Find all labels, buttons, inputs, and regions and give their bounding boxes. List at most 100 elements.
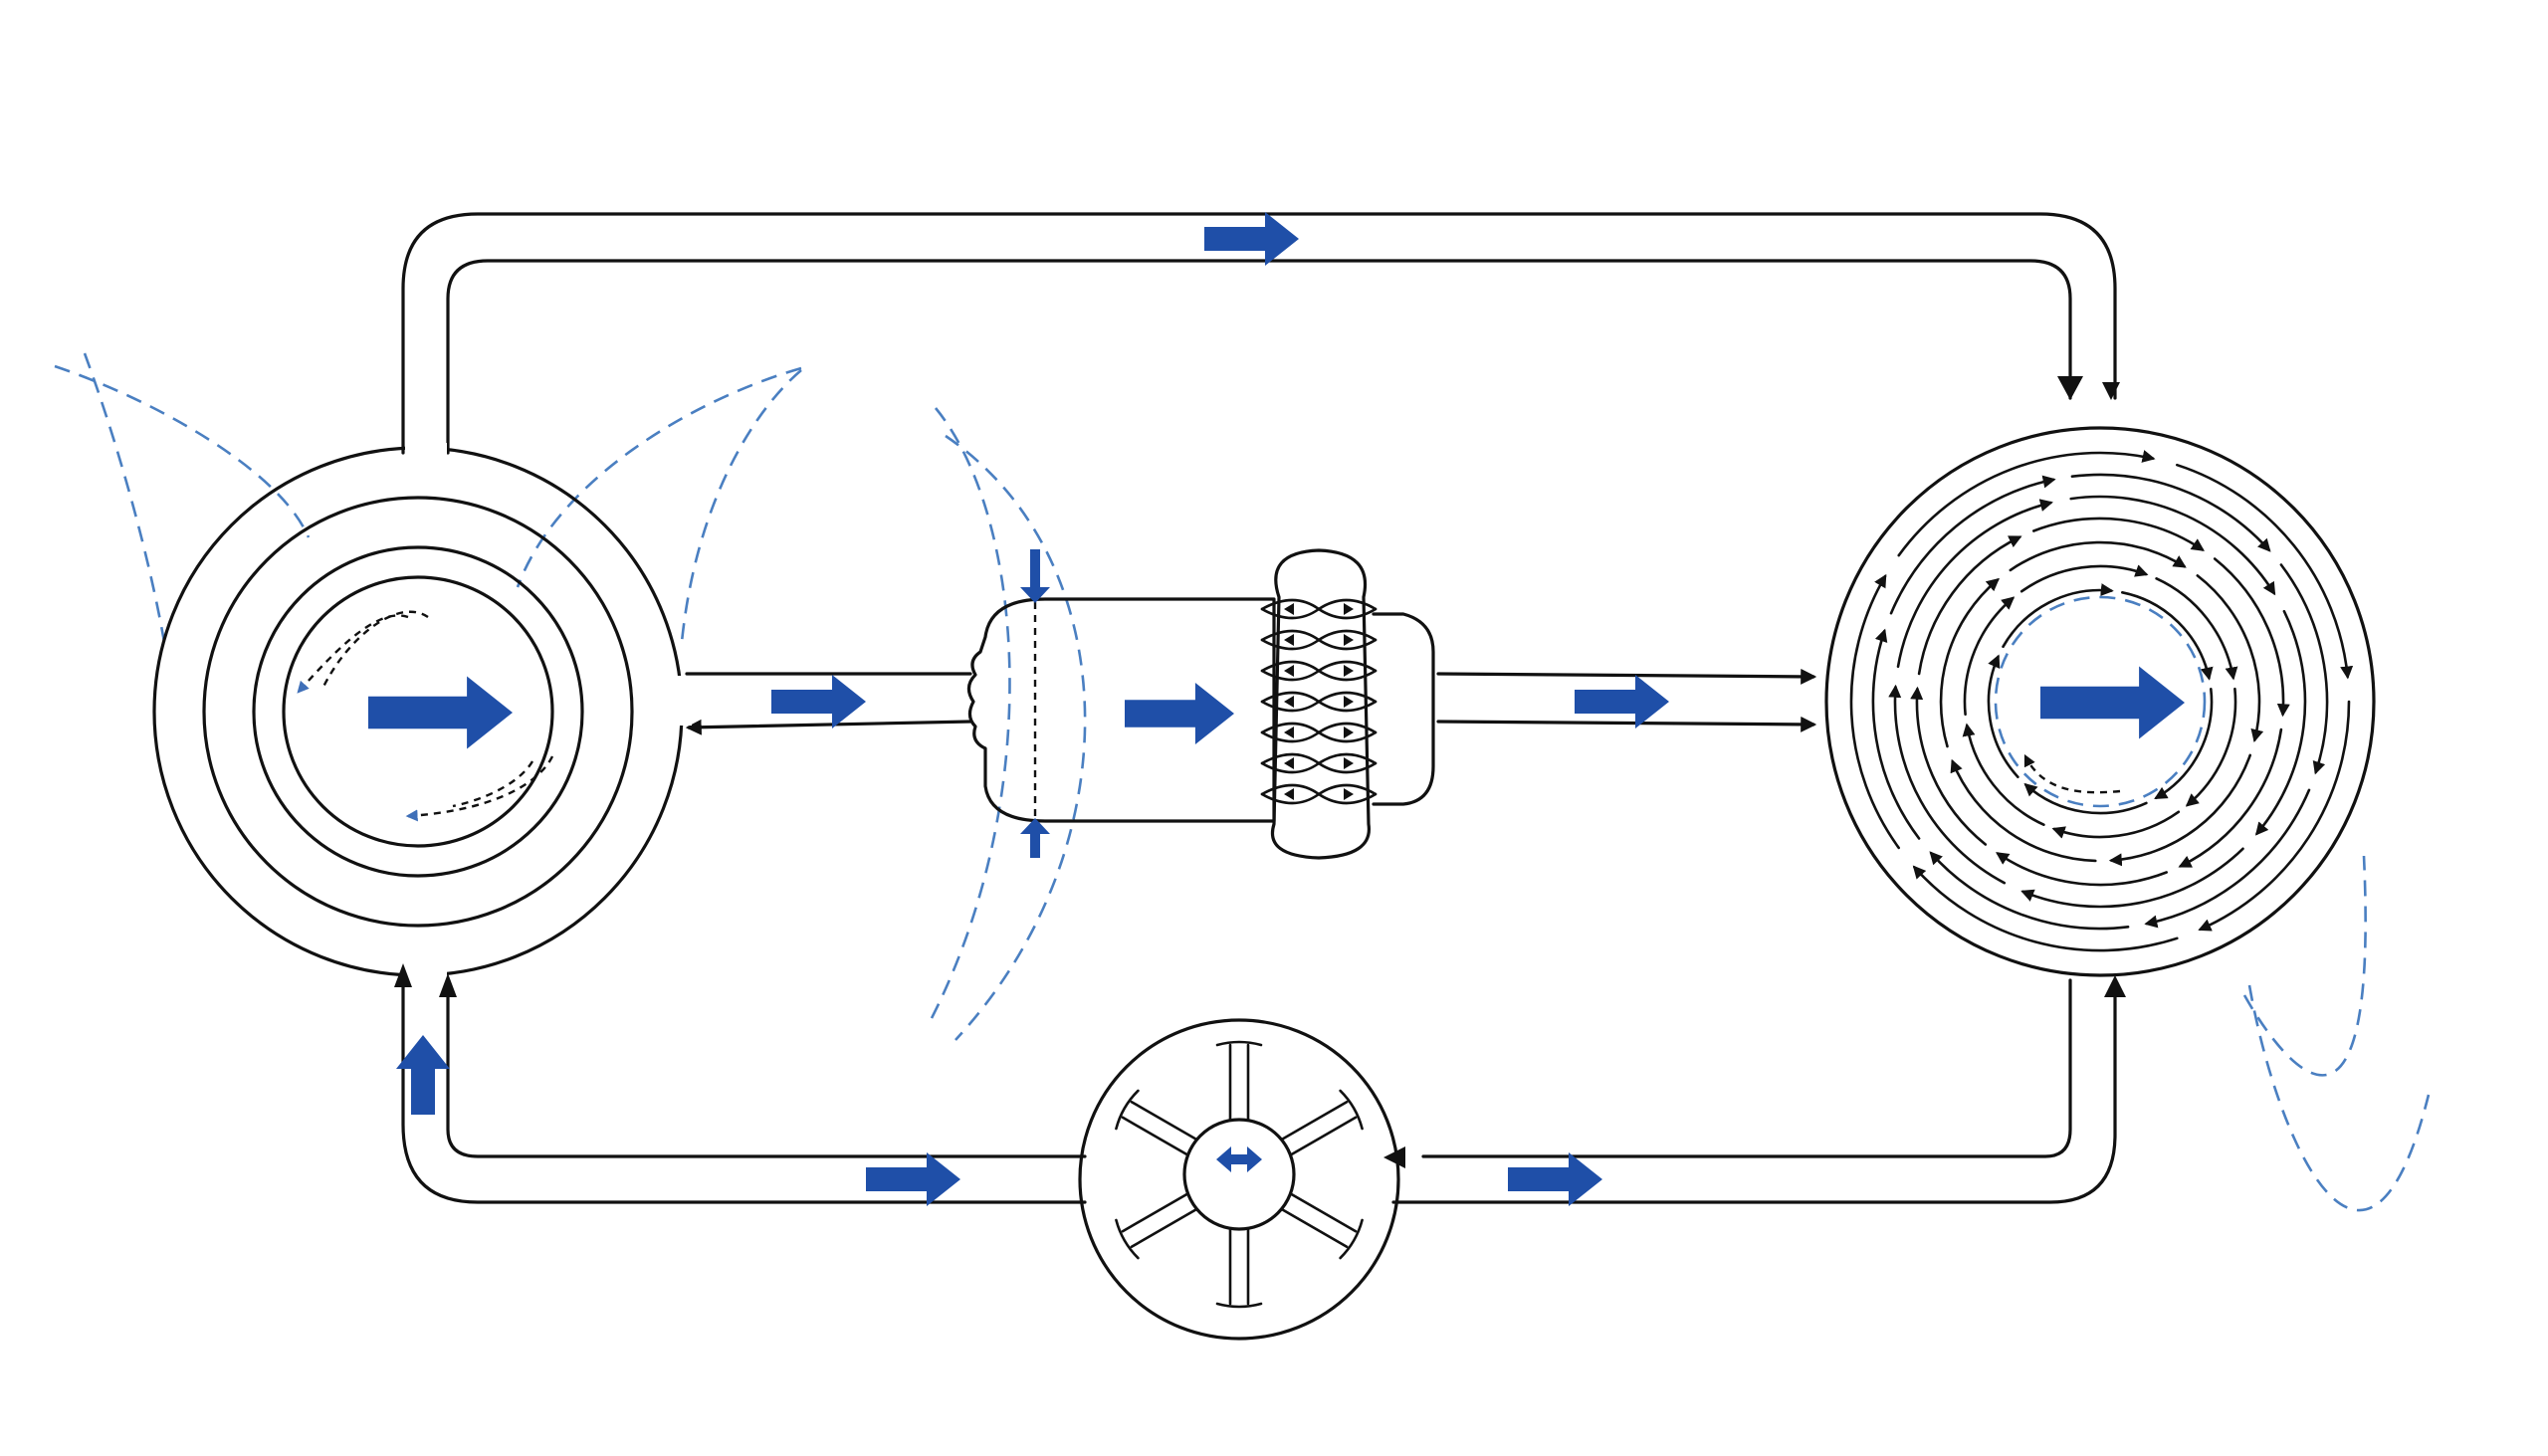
valve-spoke bbox=[1228, 1227, 1250, 1306]
spiral-arc bbox=[2196, 574, 2264, 743]
inflow-tip bbox=[2104, 975, 2126, 997]
spiral-arc bbox=[2032, 517, 2205, 551]
field-line bbox=[945, 434, 1087, 1041]
spiral-arc bbox=[1910, 686, 1988, 846]
spiral-arc bbox=[2069, 495, 2276, 596]
field-line bbox=[83, 352, 166, 643]
valve-spoke-cap bbox=[1215, 1302, 1263, 1309]
spiral-arc bbox=[2198, 700, 2351, 932]
spiral-arc bbox=[1849, 573, 1900, 850]
spiral-arc bbox=[1871, 628, 1921, 840]
spiral-arc bbox=[1963, 596, 2016, 717]
fin-notch bbox=[1344, 788, 1354, 800]
spiral-arc bbox=[2108, 753, 2251, 867]
field-line bbox=[516, 366, 802, 588]
spiral-arc bbox=[1912, 865, 2179, 952]
left-vortex-chamber bbox=[152, 443, 692, 997]
fin-notch bbox=[1344, 634, 1354, 646]
cylinder-body bbox=[966, 597, 1276, 823]
bottom-rotary-valve bbox=[1078, 1018, 1405, 1341]
fin-notch bbox=[1284, 727, 1294, 738]
inflow-tip bbox=[2057, 376, 2083, 400]
spiral-arc bbox=[2051, 810, 2181, 839]
valve-bidirectional-arrow bbox=[1216, 1146, 1262, 1172]
inflow-tip bbox=[1383, 1146, 1405, 1168]
bottom-pipe-outer bbox=[1391, 978, 2117, 1204]
middle-right-pipe bbox=[1436, 716, 1817, 732]
field-line bbox=[929, 407, 1011, 1021]
flow-arrows bbox=[368, 212, 2185, 1206]
chamber-ring bbox=[282, 575, 554, 848]
fin-notch bbox=[1284, 757, 1294, 769]
fin-stack bbox=[1260, 548, 1378, 860]
spiral-arc bbox=[1888, 684, 2007, 885]
cylinder-end-cap bbox=[1372, 612, 1435, 806]
fin-notch bbox=[1284, 788, 1294, 800]
spiral-arc bbox=[2154, 688, 2214, 800]
middle-left-pipe bbox=[685, 719, 972, 735]
valve-spoke bbox=[1228, 1043, 1250, 1122]
top-pipe-inner bbox=[446, 259, 2072, 455]
valve-spoke-cap bbox=[1215, 1040, 1263, 1047]
inner-field-ring bbox=[1994, 595, 2207, 808]
field-line bbox=[54, 364, 311, 538]
spiral-arc bbox=[2213, 557, 2290, 718]
spiral-arc bbox=[2023, 782, 2148, 815]
fin-notch bbox=[1344, 665, 1354, 677]
right-spiral-chamber bbox=[1824, 376, 2376, 997]
spiral-arc bbox=[2176, 463, 2354, 680]
fin-notch bbox=[1344, 696, 1354, 708]
fin bbox=[1260, 792, 1378, 805]
spiral-arc bbox=[2070, 473, 2271, 552]
spiral-arc bbox=[2254, 609, 2307, 836]
fin bbox=[1260, 638, 1378, 651]
field-line bbox=[2247, 984, 2431, 1212]
spiral-arc bbox=[1996, 852, 2168, 887]
spiral-arc bbox=[1897, 450, 2156, 557]
flow-arrow bbox=[866, 1152, 960, 1206]
swirl-path bbox=[405, 755, 554, 822]
flow-arrow bbox=[1125, 682, 1234, 745]
bottom-pipe-inner bbox=[446, 978, 1087, 1158]
bottom-pipe-inner bbox=[1421, 978, 2072, 1158]
fin-outline bbox=[1270, 548, 1371, 860]
field-line bbox=[680, 369, 802, 643]
flow-arrow bbox=[1204, 212, 1299, 266]
squeeze-arrow bbox=[1020, 549, 1050, 603]
bottom-pipe-outer bbox=[401, 978, 1087, 1204]
top-pipe-outer bbox=[401, 212, 2117, 455]
fin-notch bbox=[1344, 727, 1354, 738]
fin bbox=[1260, 730, 1378, 743]
flow-arrow bbox=[368, 676, 513, 749]
spiral-arc bbox=[1889, 475, 2056, 615]
fin-notch bbox=[1284, 665, 1294, 677]
fin-notch bbox=[1284, 696, 1294, 708]
fin bbox=[1260, 607, 1378, 620]
spiral-arc bbox=[2144, 788, 2311, 929]
center-cylinder-unit bbox=[966, 548, 1435, 860]
swirl-path bbox=[321, 610, 429, 688]
valve-spoke bbox=[1121, 1192, 1198, 1249]
valve-spoke bbox=[1280, 1100, 1358, 1156]
chamber-ring bbox=[252, 545, 584, 878]
fin bbox=[1260, 761, 1378, 774]
spiral-arc bbox=[2019, 564, 2149, 593]
spiral-arc bbox=[2121, 591, 2214, 681]
flow-arrow bbox=[396, 1035, 450, 1115]
fin-notch bbox=[1344, 757, 1354, 769]
spiral-arc bbox=[1939, 577, 2000, 748]
fin-notch bbox=[1284, 603, 1294, 615]
spiral-arc bbox=[2279, 563, 2329, 775]
chamber-ring bbox=[1824, 426, 2376, 977]
spiral-arc bbox=[1950, 758, 2097, 863]
valve-spoke bbox=[1280, 1192, 1358, 1249]
inflow-tip bbox=[439, 973, 457, 997]
spiral-arc bbox=[1929, 851, 2130, 931]
spiral-arc bbox=[2020, 847, 2244, 909]
spiral-arc bbox=[1962, 723, 2045, 826]
flow-arrow bbox=[1508, 1152, 1602, 1206]
valve-spoke-cap bbox=[1339, 1089, 1364, 1131]
fin-notch bbox=[1284, 634, 1294, 646]
flow-arrow bbox=[1575, 675, 1669, 728]
